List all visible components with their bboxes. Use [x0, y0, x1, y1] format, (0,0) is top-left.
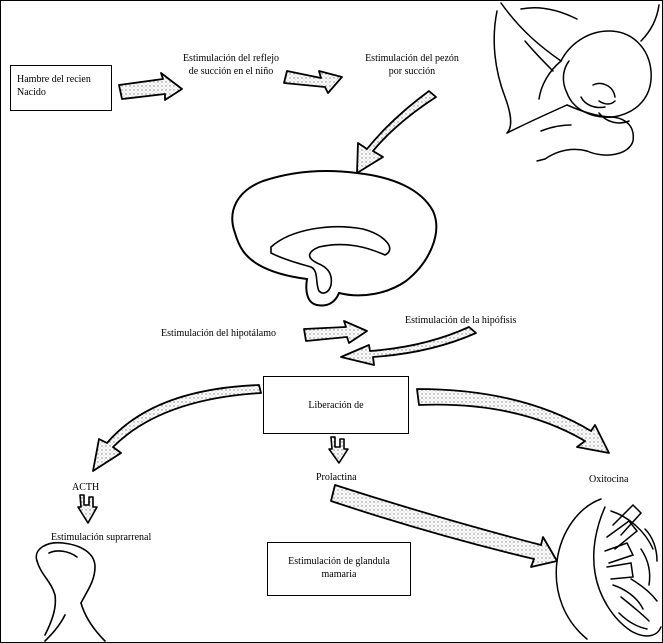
suction-reflex-line1: Estimulación del reflejo	[182, 53, 280, 64]
adrenal-stimulation-label: Estimulación suprarrenal	[51, 532, 152, 543]
arrow-nipple-to-brain	[356, 90, 437, 174]
arrow-hypothalamus	[303, 320, 368, 344]
gland-stimulation-line1: Estimulación de glandula	[288, 556, 390, 567]
nipple-stimulation-line1: Estimulación del pezón	[365, 53, 459, 64]
gland-stimulation-line2: mamaria	[321, 569, 357, 580]
release-label: Liberación de	[308, 400, 364, 411]
arrow-reflex-to-nipple	[283, 70, 343, 94]
suction-reflex-label: Estimulación del reflejo de succión en e…	[167, 52, 295, 78]
hypothalamus-stimulation-label: Estimulación del hipotálamo	[161, 328, 276, 339]
acth-label: ACTH	[72, 482, 100, 493]
newborn-hunger-line1: Hambre del recien	[17, 74, 91, 85]
suction-reflex-line2: de succión en el niño	[188, 66, 274, 77]
prolactin-label: Prolactina	[316, 472, 357, 483]
nipple-stimulation-label: Estimulación del pezón por succión	[353, 52, 471, 78]
arrow-release-to-oxytocin	[416, 388, 610, 454]
arrow-prolactin-to-gland	[330, 484, 558, 568]
arrow-release-to-prolactin	[328, 436, 349, 464]
arrow-hunger-to-reflex	[118, 72, 183, 101]
newborn-hunger-box: Hambre del recien Nacido	[10, 65, 112, 111]
arrow-release-to-acth	[92, 384, 262, 472]
pituitary-stimulation-label: Estimulación de la hipófisis	[405, 315, 517, 326]
newborn-hunger-line2: Nacido	[17, 87, 46, 98]
gland-stimulation-box: Estimulación de glandula mamaria	[267, 542, 411, 596]
arrow-acth-to-adrenal	[77, 494, 98, 524]
oxytocin-label: Oxitocina	[589, 474, 629, 485]
mammary-gland-illustration	[555, 498, 662, 640]
mother-baby-illustration	[493, 2, 660, 162]
release-box: Liberación de	[263, 376, 409, 434]
brain-corpus-callosum	[270, 226, 391, 294]
adrenal-gland-illustration	[35, 541, 106, 642]
nipple-stimulation-line2: por succión	[388, 66, 436, 77]
arrow-pituitary-to-release	[340, 326, 477, 366]
